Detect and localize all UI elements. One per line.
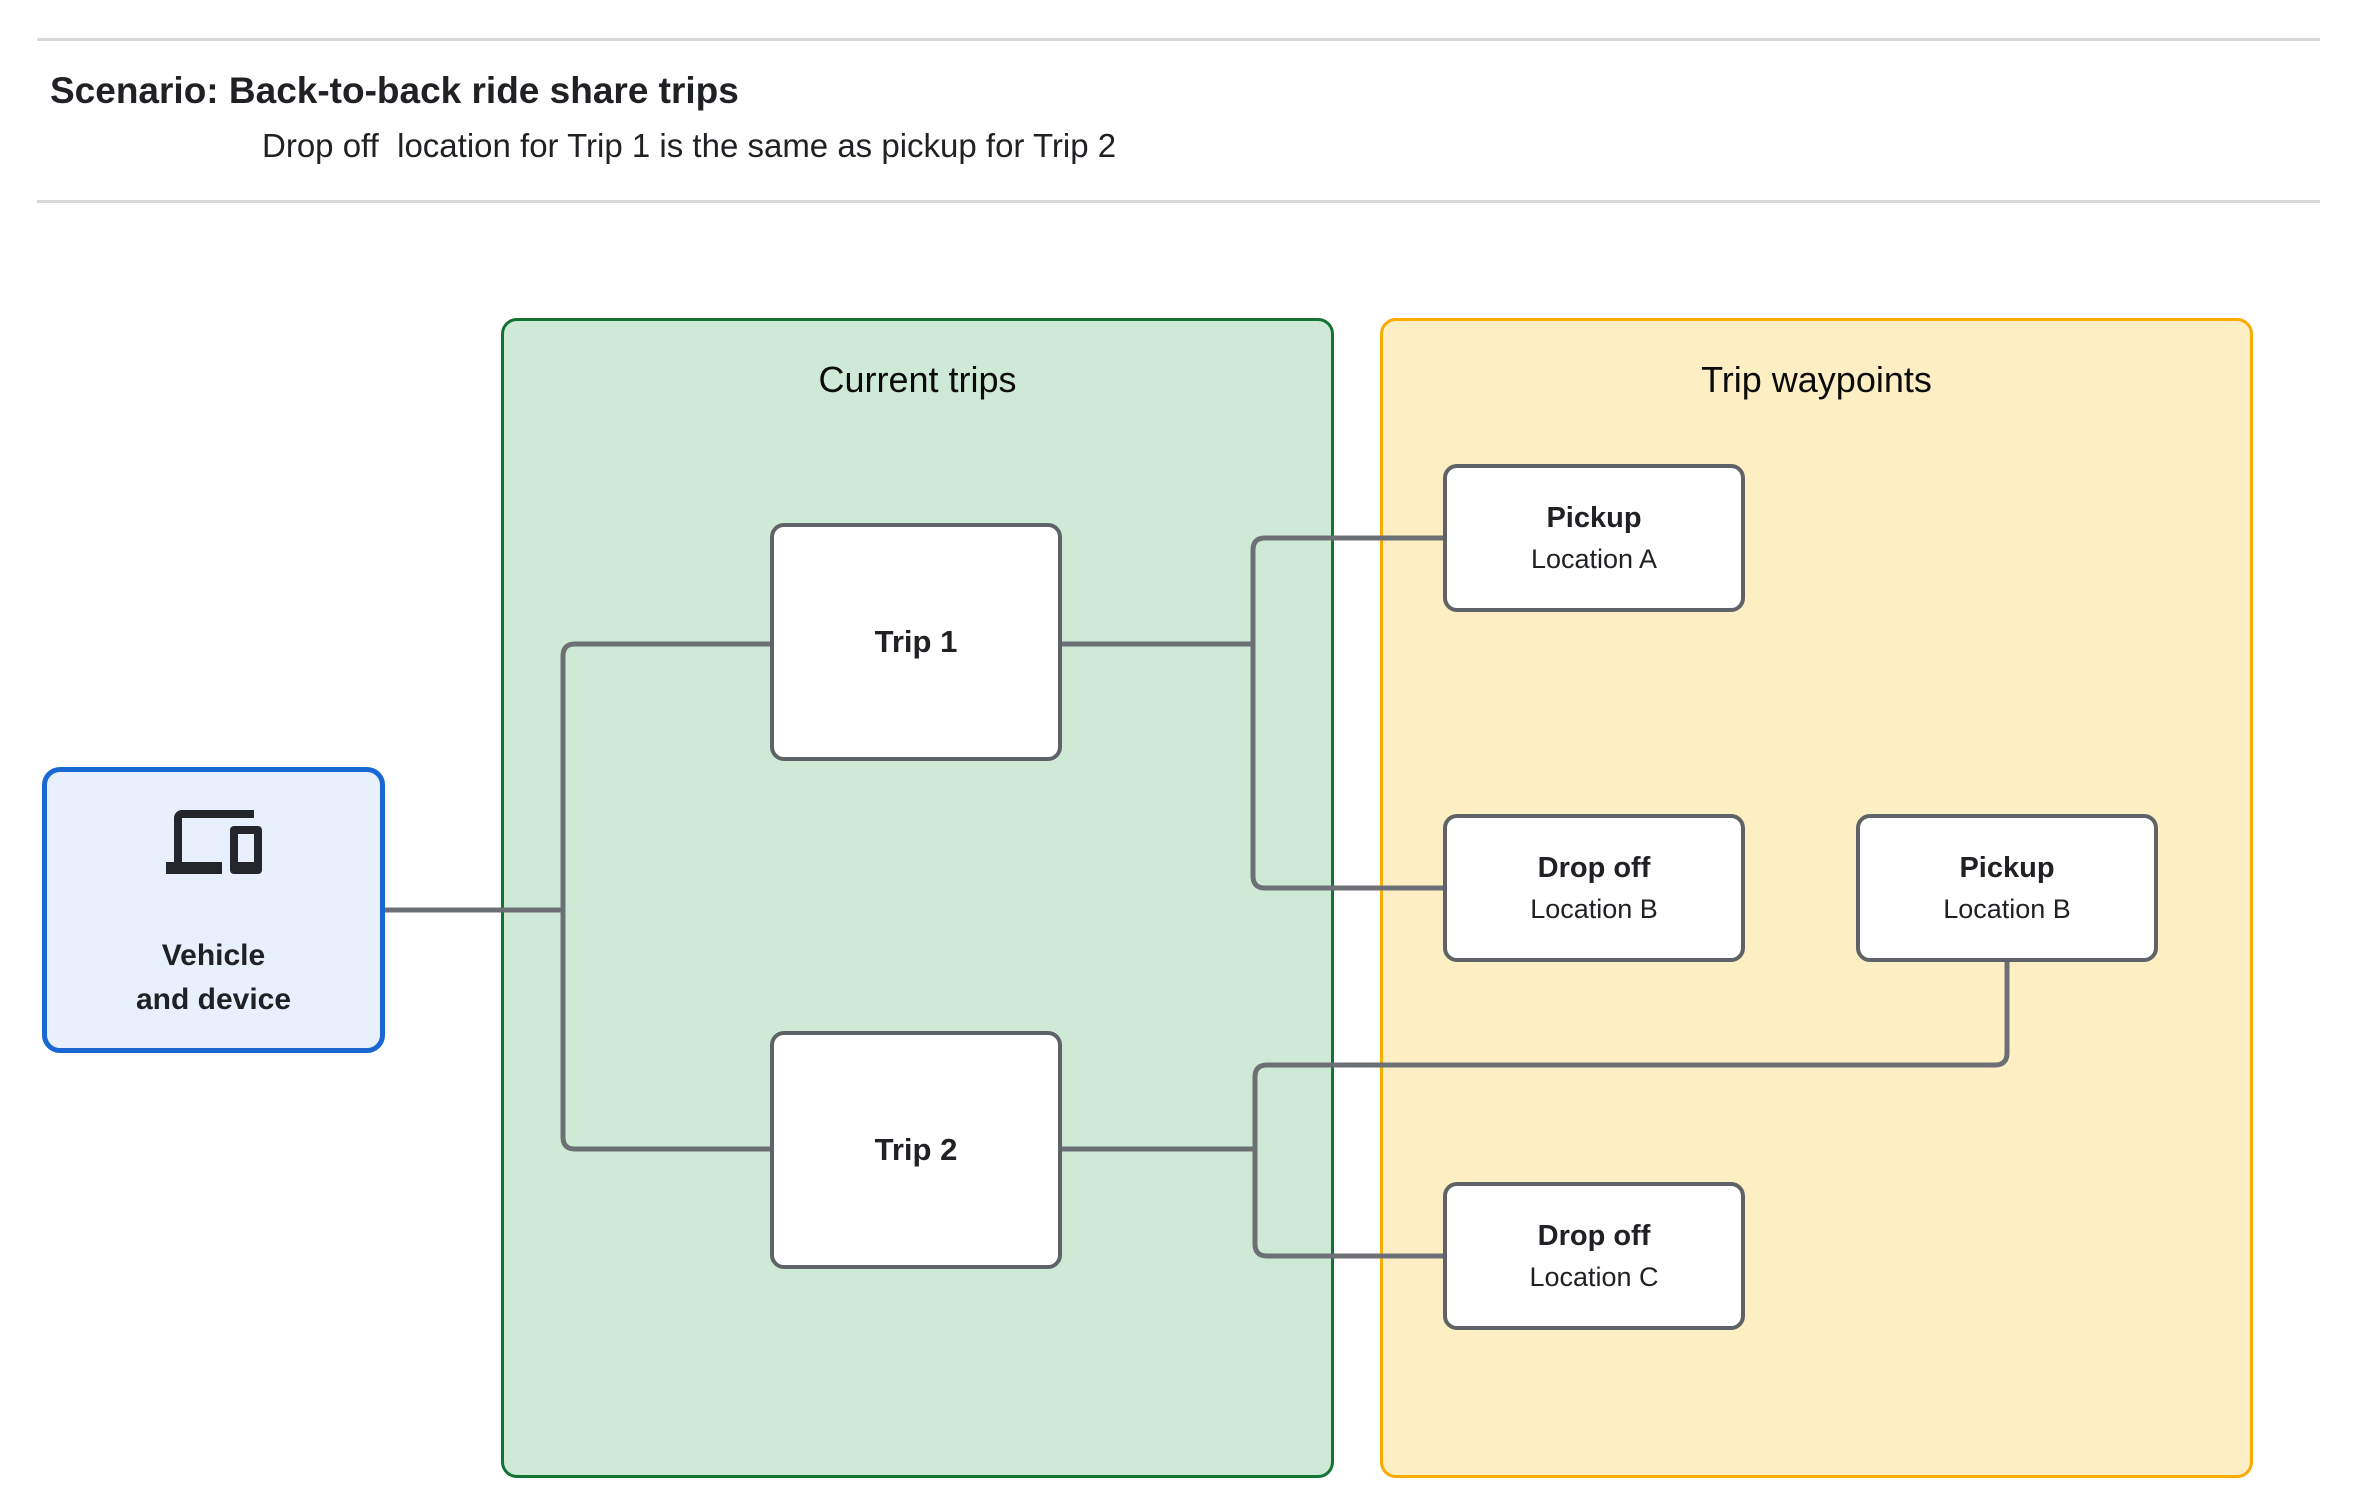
- vehicle-label-line2: and device: [135, 983, 292, 1016]
- trip-1-box: Trip 1: [770, 523, 1062, 761]
- trip-waypoints-title: Trip waypoints: [1701, 359, 1932, 400]
- trip-1-label: Trip 1: [874, 624, 958, 659]
- devices-icon: [165, 810, 262, 874]
- waypoint-subtitle: Location C: [1529, 1261, 1659, 1292]
- top-divider: [37, 38, 2320, 41]
- page-subtitle: Drop off location for Trip 1 is the same…: [262, 127, 1117, 164]
- waypoint-subtitle: Location B: [1943, 893, 2071, 924]
- waypoint-pickup-location-b: Pickup Location B: [1856, 814, 2158, 962]
- waypoint-title: Pickup: [1546, 501, 1642, 534]
- trip-2-box: Trip 2: [770, 1031, 1062, 1269]
- page-title: Scenario: Back-to-back ride share trips: [50, 70, 739, 111]
- waypoint-subtitle: Location A: [1530, 543, 1658, 574]
- trip-2-label: Trip 2: [874, 1132, 958, 1167]
- waypoint-dropoff-location-b: Drop off Location B: [1443, 814, 1745, 962]
- waypoint-title: Drop off: [1537, 851, 1651, 884]
- waypoint-title: Pickup: [1959, 851, 2055, 884]
- waypoint-subtitle: Location B: [1530, 893, 1658, 924]
- waypoint-dropoff-location-c: Drop off Location C: [1443, 1182, 1745, 1330]
- waypoint-pickup-location-a: Pickup Location A: [1443, 464, 1745, 612]
- vehicle-label-line1: Vehicle: [161, 939, 266, 972]
- waypoint-title: Drop off: [1537, 1219, 1651, 1252]
- vehicle-and-device-box: Vehicle and device: [42, 767, 385, 1053]
- vehicle-label: Vehicle and device: [47, 934, 380, 1022]
- current-trips-panel: Current trips: [501, 318, 1334, 1478]
- current-trips-title: Current trips: [818, 359, 1017, 400]
- header-divider: [37, 200, 2320, 203]
